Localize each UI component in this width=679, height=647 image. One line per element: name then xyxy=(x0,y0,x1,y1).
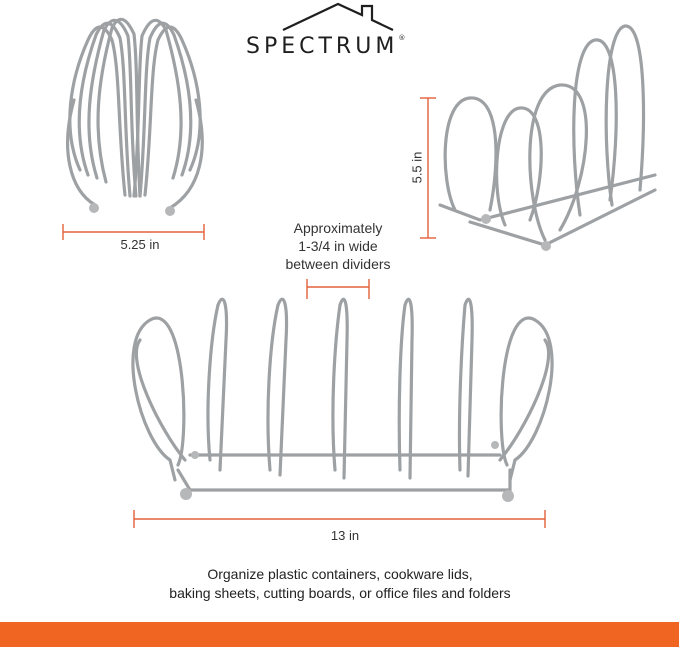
caption-line-1: Organize plastic containers, cookware li… xyxy=(207,566,473,582)
rack-front-view xyxy=(131,297,554,502)
height-label: 5.5 in xyxy=(409,151,425,184)
brand-name: SPECTRUM® xyxy=(246,34,406,59)
accent-footer-bar xyxy=(0,622,679,647)
dimension-divider-line xyxy=(306,279,370,299)
caption-line-2: baking sheets, cutting boards, or office… xyxy=(169,585,511,601)
dimension-height-line xyxy=(420,97,436,239)
width-label: 5.25 in xyxy=(120,237,160,252)
product-caption: Organize plastic containers, cookware li… xyxy=(60,565,620,603)
divider-label-line-1: Approximately xyxy=(293,220,383,236)
dimension-width-line xyxy=(62,224,205,240)
rack-end-view xyxy=(66,17,204,216)
divider-label-line-3: between dividers xyxy=(285,256,391,272)
divider-spacing-label: Approximately 1-3/4 in wide between divi… xyxy=(258,219,418,273)
divider-label-line-2: 1-3/4 in wide xyxy=(298,238,378,254)
length-label: 13 in xyxy=(330,528,360,543)
rack-side-view xyxy=(438,24,657,251)
registered-mark: ® xyxy=(398,34,406,42)
dimension-length-line xyxy=(133,510,546,528)
